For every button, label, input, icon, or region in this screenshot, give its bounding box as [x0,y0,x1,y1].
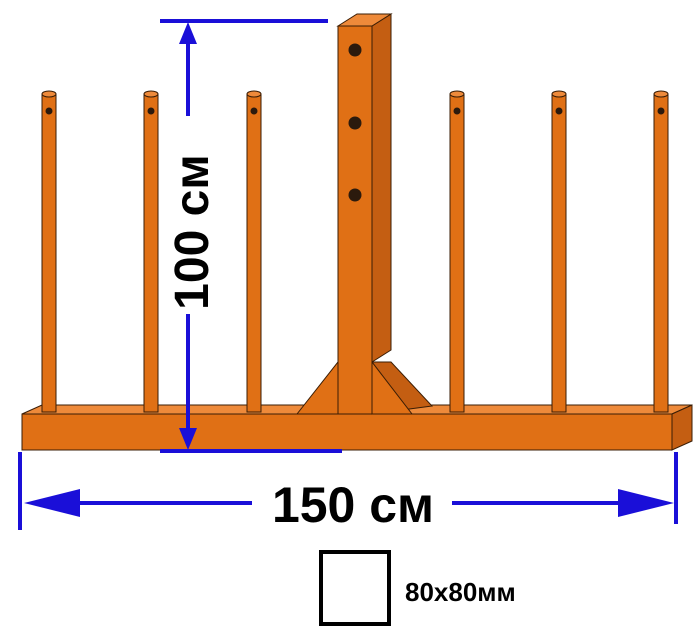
height-dimension: 100 см [160,19,342,453]
support-pin [246,90,262,413]
support-pin [551,90,567,413]
gusset-right [371,360,434,415]
arrow-left-icon [24,489,80,517]
support-pin [653,90,669,413]
gusset-left [295,360,339,415]
support-pin [143,90,159,413]
support-pin [41,90,57,413]
profile-label: 80x80мм [405,577,516,607]
profile-legend: 80x80мм [319,550,516,626]
width-label: 150 см [272,477,434,533]
height-label: 100 см [166,154,219,310]
central-post [336,13,393,415]
arrow-down-icon [179,428,197,450]
arrow-up-icon [179,22,197,44]
width-dimension: 150 см [18,452,678,533]
profile-square-icon [319,550,391,626]
support-pin [449,90,465,413]
arrow-right-icon [618,489,674,517]
